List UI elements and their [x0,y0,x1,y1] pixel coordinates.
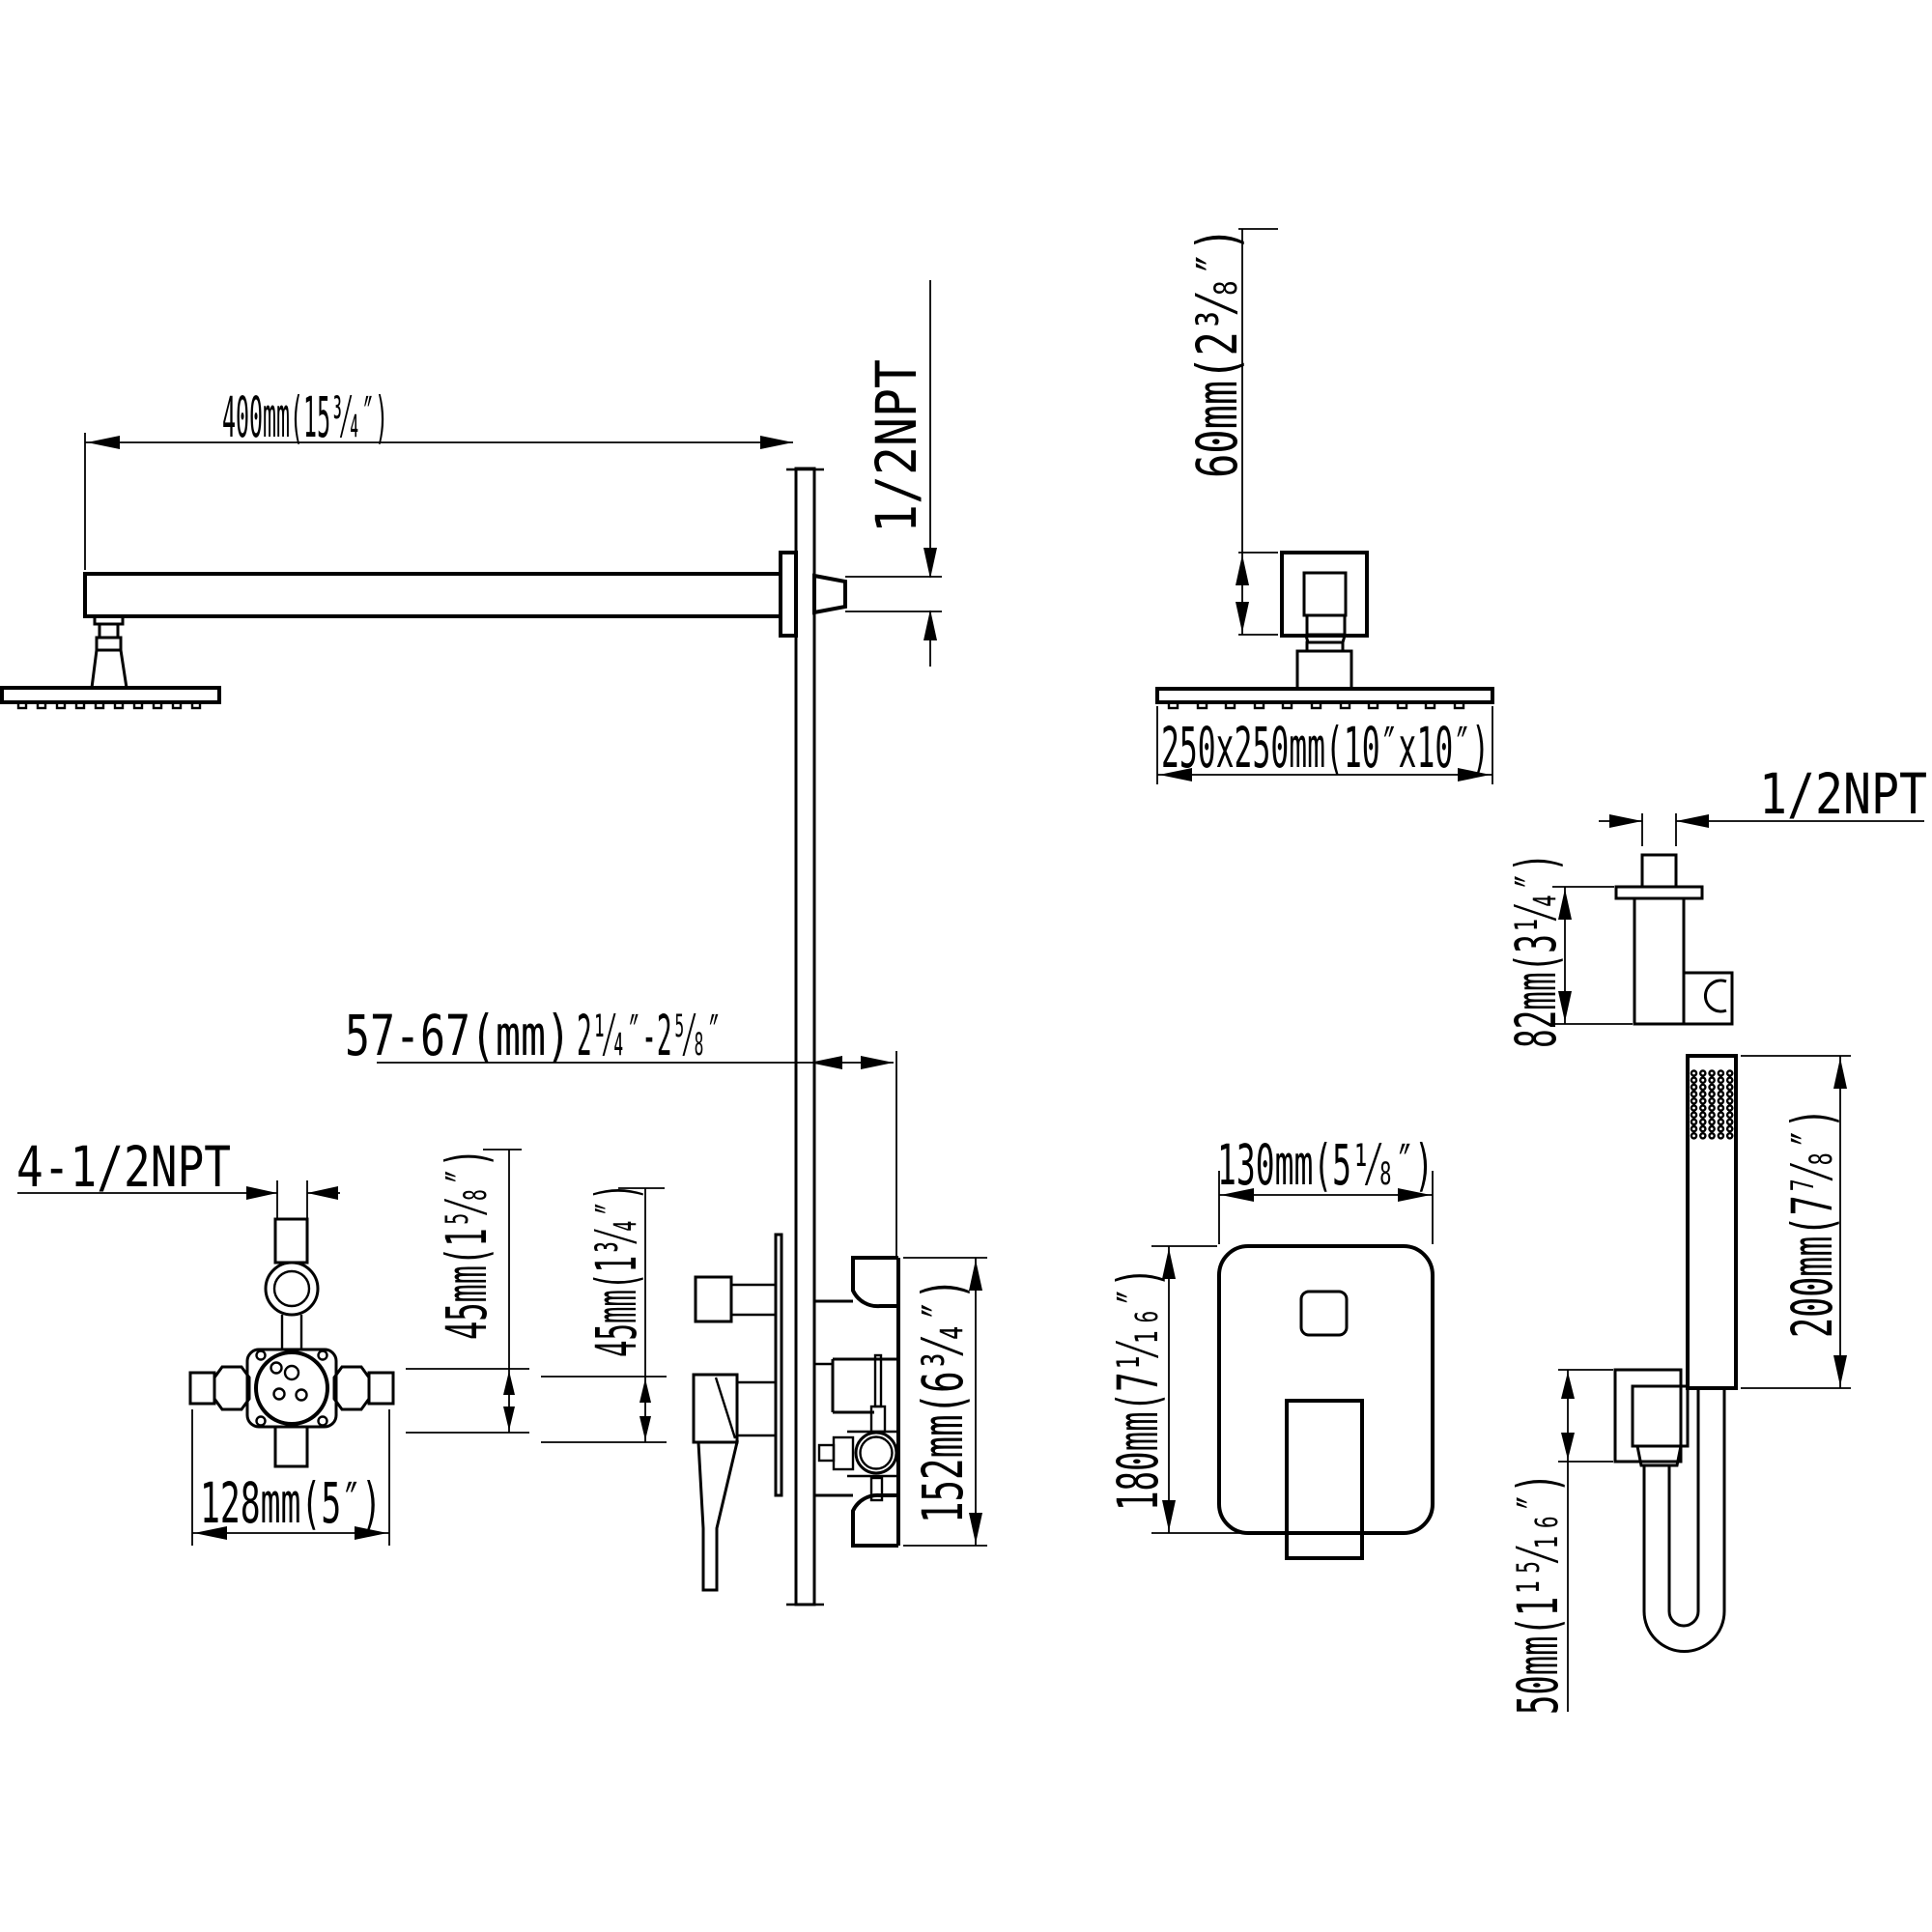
dim-head-size: 250x250mm(10″x10″) [1161,715,1490,781]
shower-arm [83,572,782,618]
rain-head-rear-nozzles [1167,700,1465,710]
dim-handle-height-lines [541,1187,667,1443]
handshower-holder [1682,971,1734,1026]
rough-in-valve-front-view: 4-1/2NPT [16,1134,529,1546]
rain-head-rear [1155,687,1494,704]
diverter-stub-side [694,1275,733,1323]
valve-body-behind-wall [814,1256,900,1548]
dim-arm-thread: 1/2NPT [864,359,929,533]
front-view-shower-arm: 400mm(15³⁄₄″) 1/2N [0,280,942,710]
head-connector [1295,634,1353,691]
trim-plate-side [774,1233,783,1497]
trim-plate [1217,1244,1435,1535]
dim-valve-height: 152mm(6³⁄₄″) [910,1278,976,1523]
outlet-flange [1614,885,1704,900]
mixer-handle [1285,1399,1364,1560]
hose-nut [1635,1444,1683,1467]
valve-left-port [188,1371,216,1406]
dim-valve-height-lines [903,1257,987,1547]
head-wall-flange [1280,551,1369,638]
valve-stem [873,1353,883,1408]
rain-head-nozzles [16,700,202,710]
dim-arm-thread-lines [845,280,942,667]
handshower-spray-face [1690,1069,1734,1140]
outlet-supply-stub [1640,853,1678,889]
trim-plate-front-view: 130mm(5¹⁄₈″) 180mm(7¹⁄₁₆″) [1105,1132,1435,1560]
dim-valve-threads-lines [17,1180,340,1220]
dim-handshower-length-lines [1741,1055,1851,1389]
dim-handle-height: 45mm(1³⁄₄″) [583,1183,649,1357]
handle-lever [696,1440,739,1592]
dim-head-size-lines [1156,706,1493,784]
dim-elbow-height-lines [1558,1369,1613,1712]
dim-valve-width-lines [191,1409,390,1546]
rain-head-side [0,686,221,704]
hose-elbow-body [1631,1384,1690,1448]
diverter-button [1299,1290,1349,1337]
head-wall-flange-stub [1305,613,1347,637]
valve-cartridge-side [854,1431,898,1475]
hose-outer [1642,1388,1726,1653]
dim-valve-port-height-lines [406,1149,529,1434]
handshower-wand [1686,1054,1738,1390]
dim-arm-length: 400mm(15³⁄₄″) [222,384,388,450]
dim-valve-port-height: 45mm(1⁵⁄₈″) [434,1149,499,1340]
dim-rough-in-mm: 57-67(mm) [345,1003,571,1068]
arm-head-connector [90,614,128,690]
outlet-body [1633,896,1686,1026]
valve-mount-screws [255,1350,328,1427]
valve-top-port [273,1217,309,1264]
arm-wall-flange [779,551,798,638]
valve-side-view: 57-67(mm) 2¹⁄₄″-2⁵⁄₈″ 45mm(1³⁄₄″) [345,1003,987,1592]
arm-wall-fitting [812,573,847,615]
valve-right-nut [332,1365,371,1411]
valve-cartridge-bore [254,1350,329,1426]
valve-top-boss-inner [272,1269,311,1308]
dim-outlet-height-lines [1552,886,1633,1025]
holder-clip [1704,979,1727,1013]
dim-plate-width: 130mm(5¹⁄₈″) [1217,1132,1434,1198]
dim-outlet-height: 82mm(3¹⁄₄″) [1503,853,1569,1048]
dim-elbow-height: 50mm(1¹⁵⁄₁₆″) [1505,1473,1571,1715]
valve-cartridge-holes [270,1361,308,1402]
valve-mount-plate [245,1348,338,1429]
valve-left-nut [213,1365,251,1411]
dim-plate-height: 180mm(7¹⁄₁₆″) [1105,1267,1171,1511]
dim-valve-width: 128mm(5″) [200,1470,382,1536]
dim-head-drop: 60mm(2³⁄₈″) [1184,227,1250,478]
dim-outlet-thread-lines [1599,813,1924,846]
valve-top-boss [264,1261,320,1317]
valve-right-port [367,1371,395,1406]
valve-bottom-port [273,1425,309,1468]
dim-head-drop-lines [1236,228,1278,636]
dim-rough-in-inch: 2¹⁄₄″-2⁵⁄₈″ [577,1003,722,1068]
dim-handshower-length: 200mm(7⁷⁄₈″) [1779,1108,1845,1338]
hose-elbow-flange [1613,1368,1683,1463]
hand-shower-view: 1/2NPT 82mm(3¹⁄₄″) [1503,761,1927,1715]
dim-valve-threads: 4-1/2NPT [16,1134,231,1200]
head-wall-flange-inner [1302,571,1348,617]
hose-inner [1667,1388,1700,1628]
dim-plate-width-lines [1218,1171,1434,1244]
dim-rough-in-lines [377,1051,897,1258]
dim-arm-length-lines [84,433,793,570]
wall-section [786,467,824,1606]
shower-head-rear-view: 60mm(2³⁄₈″) 250x250mm(10″x10″) [1155,227,1494,784]
handle-body-side [692,1373,739,1444]
dim-outlet-thread: 1/2NPT [1759,761,1927,827]
